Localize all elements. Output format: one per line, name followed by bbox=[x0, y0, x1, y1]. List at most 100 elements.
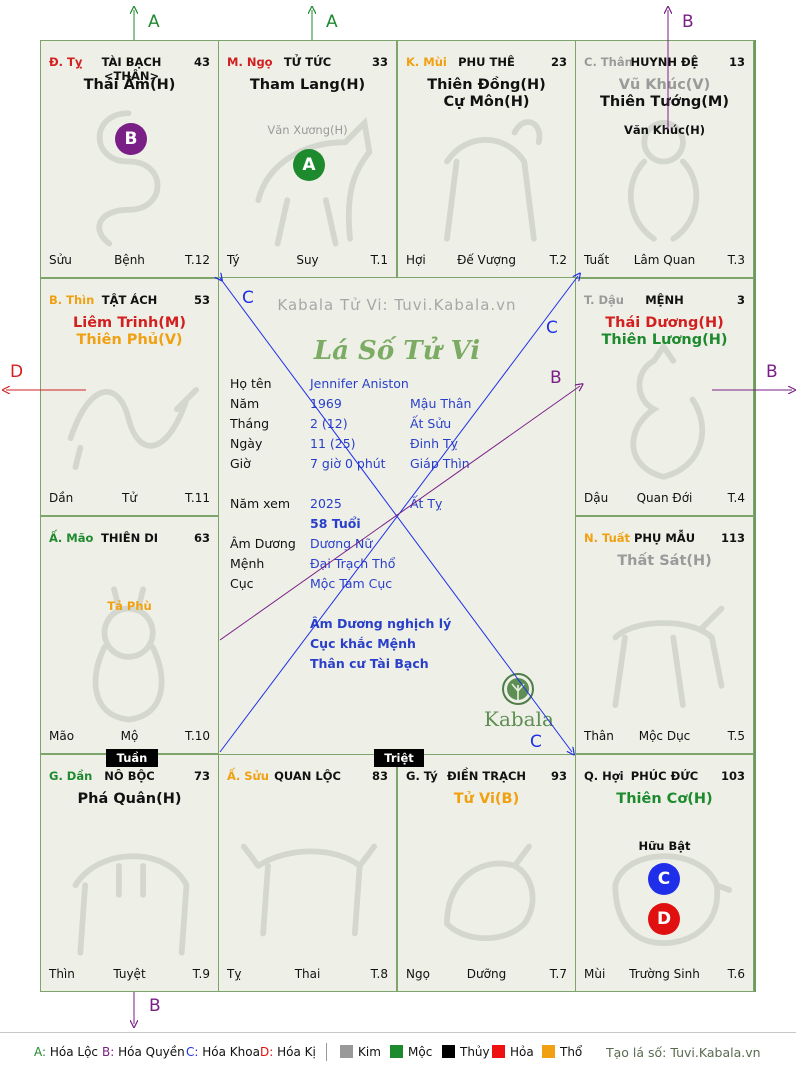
palace-daihan: T.1 bbox=[370, 253, 388, 267]
legend-hoa-text: Hóa Lộc bbox=[46, 1045, 99, 1059]
arrow-label-a-2: A bbox=[326, 12, 338, 32]
legend-hoa-key: C: bbox=[186, 1045, 199, 1059]
palace-branch: Tý bbox=[227, 253, 240, 267]
palace-daihan: T.12 bbox=[185, 253, 210, 267]
palace-footer: Trường Sinh Mùi T.6 bbox=[576, 967, 753, 983]
palace-name: PHU THÊ bbox=[458, 55, 515, 69]
palace-daihan: T.11 bbox=[185, 491, 210, 505]
palace-branch: Dần bbox=[49, 491, 74, 505]
diagonal-b bbox=[219, 386, 580, 641]
element-label: Mộc bbox=[408, 1045, 433, 1059]
palace-age: 83 bbox=[371, 769, 388, 783]
palace-daihan: T.3 bbox=[727, 253, 745, 267]
palace-age: 33 bbox=[371, 55, 388, 69]
element-swatch bbox=[492, 1045, 505, 1058]
arrow-label-d-left: D bbox=[10, 362, 24, 382]
tuan-tag: Tuần bbox=[106, 749, 158, 767]
palace-stage: Tử bbox=[122, 491, 137, 505]
element-swatch bbox=[542, 1045, 555, 1058]
element-label: Kim bbox=[358, 1045, 381, 1059]
palace-stem: B. Thìn bbox=[49, 293, 95, 307]
palace-daihan: T.4 bbox=[727, 491, 745, 505]
palace-name: TẬT ÁCH bbox=[101, 293, 158, 307]
rat-zodiac-icon bbox=[444, 843, 536, 942]
palace-stage: Dưỡng bbox=[466, 967, 507, 981]
palace-age: 113 bbox=[720, 531, 745, 545]
arrow-label-c-3: C bbox=[530, 732, 542, 752]
palace-stem: Đ. Tỵ bbox=[49, 55, 83, 69]
legend-hoa-key: D: bbox=[260, 1045, 274, 1059]
palace-age: 23 bbox=[550, 55, 567, 69]
element-swatch bbox=[340, 1045, 353, 1058]
main-star: Thiên Tướng(M) bbox=[600, 94, 729, 110]
palace-branch: Thìn bbox=[49, 967, 75, 981]
arrow-label-a-1: A bbox=[148, 12, 160, 32]
main-star: Thiên Phủ(V) bbox=[76, 332, 183, 348]
minor-star: Văn Xương(H) bbox=[267, 123, 348, 137]
palace-name: ĐIỀN TRẠCH bbox=[446, 769, 527, 783]
palace-stage: Quan Đới bbox=[636, 491, 693, 505]
legend-hoa-item: B: Hóa Quyền bbox=[102, 1045, 185, 1059]
palace-stage: Mộ bbox=[120, 729, 139, 743]
palace-stem: N. Tuất bbox=[584, 531, 631, 545]
arrow-label-c-2: C bbox=[546, 318, 558, 338]
palace-stage: Đế Vượng bbox=[457, 253, 516, 267]
palace-age: 63 bbox=[193, 531, 210, 545]
palace-name: PHÚC ĐỨC bbox=[630, 769, 699, 783]
arrow-label-c-1: C bbox=[242, 288, 254, 308]
palace-daihan: T.6 bbox=[727, 967, 745, 981]
tiger-zodiac-icon bbox=[72, 853, 190, 956]
palace-stem: Q. Hợi bbox=[584, 769, 624, 783]
main-star: Thiên Đồng(H) bbox=[427, 77, 546, 93]
main-star: Vũ Khúc(V) bbox=[618, 77, 711, 93]
main-star: Tử Vi(B) bbox=[453, 791, 520, 807]
hoa-badge-d: D bbox=[648, 903, 680, 935]
arrow-label-b-right: B bbox=[766, 362, 778, 382]
palace-name: NÔ BỘC bbox=[104, 769, 155, 783]
main-star: Phá Quân(H) bbox=[77, 791, 182, 807]
arrow-label-b-bottom: B bbox=[149, 996, 161, 1016]
monkey-zodiac-icon bbox=[627, 120, 700, 242]
palace-branch: Mùi bbox=[584, 967, 606, 981]
legend-hoa-text: Hóa Quyền bbox=[114, 1045, 185, 1059]
palace-stage: Trường Sinh bbox=[629, 967, 700, 981]
palace-stage: Tuyệt bbox=[113, 967, 146, 981]
palace-stem: G. Dần bbox=[49, 769, 93, 783]
palace-stage: Bệnh bbox=[114, 253, 145, 267]
palace-branch: Thân bbox=[584, 729, 614, 743]
element-swatch bbox=[442, 1045, 455, 1058]
palace-stem: M. Ngọ bbox=[227, 55, 273, 69]
main-star: Thất Sát(H) bbox=[617, 553, 712, 569]
palace-stem: G. Tý bbox=[406, 769, 438, 783]
goat-zodiac-icon bbox=[444, 119, 543, 242]
pig-zodiac-icon bbox=[612, 853, 733, 947]
palace-age: 53 bbox=[193, 293, 210, 307]
palace-name: MỆNH bbox=[645, 293, 684, 307]
cat-zodiac-icon bbox=[92, 586, 165, 723]
palace-daihan: T.7 bbox=[549, 967, 567, 981]
main-star: Tham Lang(H) bbox=[249, 77, 366, 93]
palace-stage: Mộc Dục bbox=[638, 729, 691, 743]
legend-hoa-item: A: Hóa Lộc bbox=[34, 1045, 98, 1059]
element-label: Thủy bbox=[460, 1045, 490, 1059]
palace-name: TÀI BẠCH <THÂN> bbox=[101, 55, 162, 83]
palace-age: 13 bbox=[728, 55, 745, 69]
element-label: Hỏa bbox=[510, 1045, 534, 1059]
palace-name: PHỤ MẪU bbox=[633, 531, 696, 545]
